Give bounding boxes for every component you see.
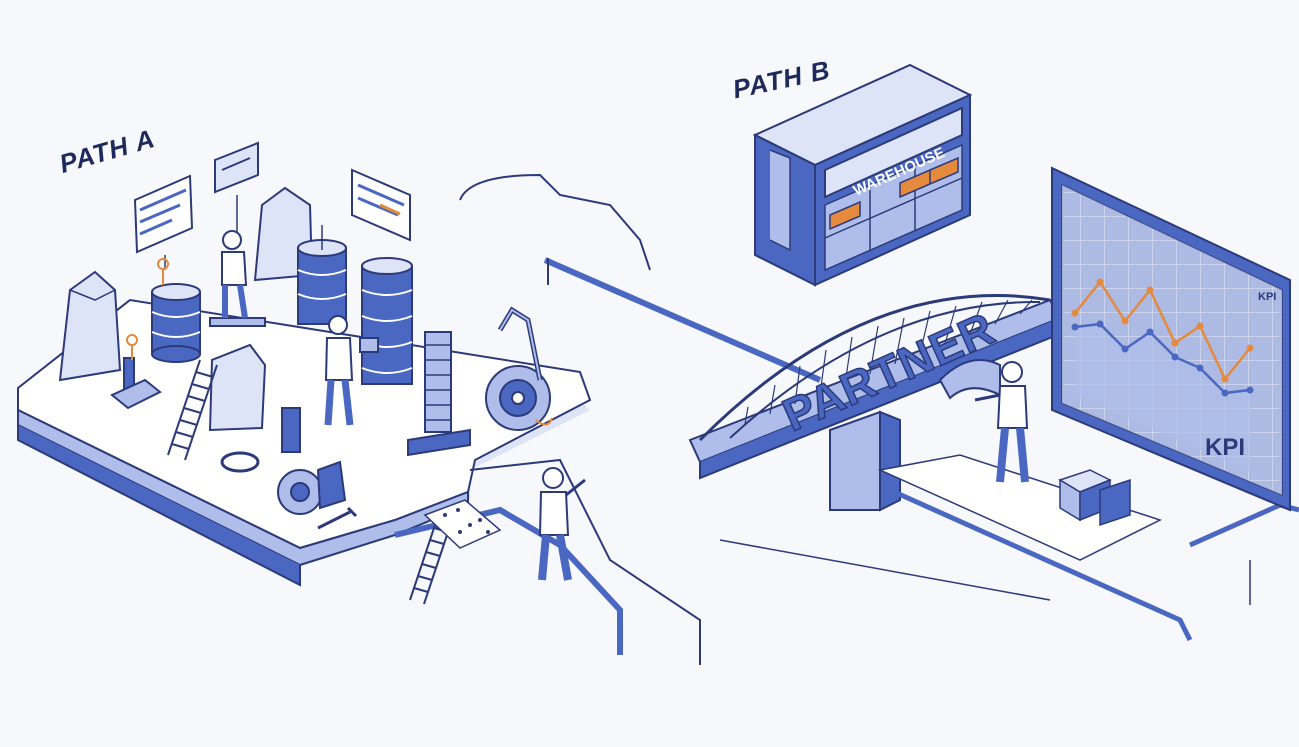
dotted-mat	[423, 499, 502, 549]
kpi-point-1-8	[1246, 344, 1254, 352]
kpi-point-2-3	[1121, 345, 1129, 353]
kpi-point-2-2	[1096, 320, 1104, 328]
kpi-series-line-1	[1074, 279, 1251, 382]
rock-formations	[58, 186, 314, 432]
info-panel-1	[133, 174, 194, 254]
kpi-point-2-1	[1071, 323, 1079, 331]
kpi-dashboard: KPI KPI	[1051, 166, 1291, 512]
kpi-label: KPI	[1205, 434, 1245, 461]
spring-column	[407, 331, 471, 457]
person-with-tablet	[324, 315, 379, 426]
kpi-point-1-7	[1221, 375, 1229, 383]
kpi-point-1-6	[1196, 322, 1204, 330]
info-panels	[133, 141, 411, 270]
kpi-point-2-4	[1146, 328, 1154, 336]
location-pins	[126, 258, 553, 426]
machinery	[110, 306, 551, 530]
kpi-point-1-5	[1171, 339, 1179, 347]
path-b-ground	[719, 454, 1299, 642]
kpi-area	[1075, 324, 1250, 472]
kpi-point-1-3	[1121, 317, 1129, 325]
person-on-stool	[209, 230, 266, 327]
kpi-point-1-2	[1096, 278, 1104, 286]
kpi-point-2-5	[1171, 353, 1179, 361]
barrel-stack-2	[297, 239, 347, 325]
dashboard-tag: KPI	[1258, 291, 1276, 303]
warehouse	[752, 63, 973, 287]
kpi-point-2-8	[1246, 386, 1254, 394]
kpi-series-line-2	[1074, 322, 1251, 395]
cargo-boxes	[1058, 469, 1131, 527]
info-panel-2	[214, 141, 259, 194]
kpi-point-2-6	[1196, 364, 1204, 372]
kpi-point-1-1	[1071, 309, 1079, 317]
kpi-point-1-4	[1146, 286, 1154, 294]
person-presenting	[974, 361, 1029, 483]
kpi-chart	[1071, 278, 1254, 472]
barrel-stack-1	[151, 283, 201, 363]
kpi-point-2-7	[1221, 389, 1229, 397]
info-panel-3	[351, 168, 411, 242]
barrel-stack-3	[361, 257, 413, 385]
person-pointing	[538, 467, 586, 581]
